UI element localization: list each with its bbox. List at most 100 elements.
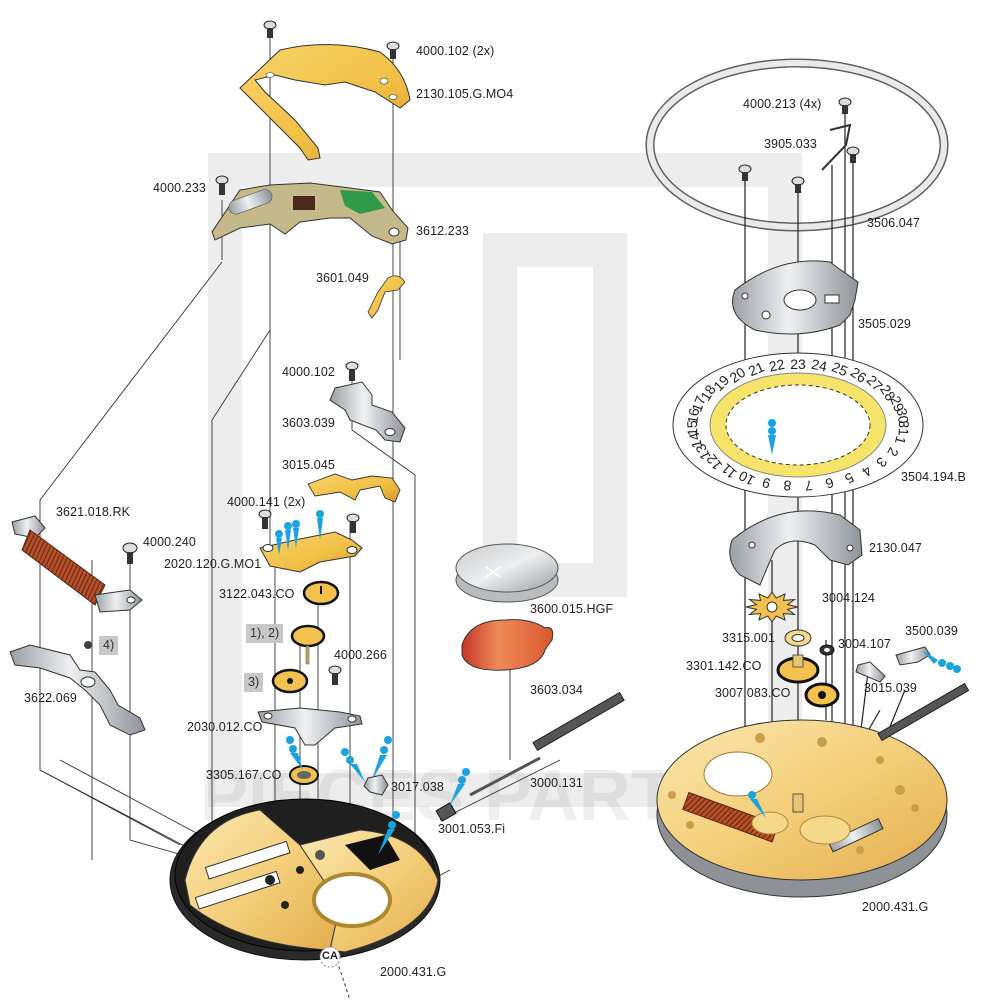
part-label: 3004.107 bbox=[838, 637, 891, 651]
part-label: 3015.039 bbox=[864, 681, 917, 695]
date-number: 28 bbox=[877, 382, 899, 404]
star-wheel bbox=[745, 591, 799, 623]
part-label: 4000.141 (2x) bbox=[227, 495, 306, 509]
part-label: 3600.015.HGF bbox=[530, 602, 614, 616]
oil-marker-icon bbox=[378, 811, 400, 855]
part-label: 2000.431.G bbox=[380, 965, 447, 979]
part-label: 4000.233 bbox=[153, 181, 206, 195]
hour-wheel-3301-142 bbox=[776, 654, 820, 684]
oil-marker-icon bbox=[748, 791, 766, 818]
screw-icon bbox=[346, 513, 360, 533]
part-label: 3007.083.CO bbox=[715, 686, 791, 700]
date-number: 15 bbox=[684, 420, 701, 437]
battery-3600-015 bbox=[455, 543, 559, 603]
washer-3315-001 bbox=[784, 629, 812, 647]
screw-icon bbox=[838, 97, 852, 114]
part-label: 3122.043.CO bbox=[219, 587, 295, 601]
wheel-1-2 bbox=[290, 624, 326, 665]
date-number: 20 bbox=[726, 364, 748, 386]
oil-marker-icon bbox=[768, 419, 776, 455]
oil-marker-icon bbox=[922, 650, 961, 673]
screw-icon bbox=[386, 41, 400, 59]
wheel-3004-107 bbox=[819, 644, 835, 656]
part-label: 4000.102 bbox=[282, 365, 335, 379]
main-plate-left-2000-431 bbox=[169, 798, 441, 961]
part-label: 4000.213 (4x) bbox=[743, 97, 822, 111]
date-number: 13 bbox=[692, 441, 713, 462]
part-label: 2030.012.CO bbox=[187, 720, 263, 734]
screw-icon bbox=[345, 361, 359, 381]
date-number: 17 bbox=[688, 394, 708, 414]
part-label: 3603.039 bbox=[282, 416, 335, 430]
contact-spring-3601-049 bbox=[367, 275, 406, 319]
part-label: 3612.233 bbox=[416, 224, 469, 238]
screw-icon bbox=[263, 20, 277, 38]
winding-stem-3000-131 bbox=[469, 691, 625, 797]
date-number: 7 bbox=[804, 477, 814, 494]
bridge-2130-105 bbox=[239, 43, 411, 161]
sliding-pinion-3001-053 bbox=[435, 802, 457, 822]
rotor-3305-167 bbox=[289, 765, 319, 785]
date-number: 14 bbox=[686, 431, 705, 450]
part-label: 2130.047 bbox=[869, 541, 922, 555]
screw-icon bbox=[258, 509, 272, 529]
wheel-3122-043 bbox=[302, 580, 340, 606]
battery-insulator-3603-034 bbox=[461, 619, 554, 671]
part-label: 4000.266 bbox=[334, 648, 387, 662]
screw-icon bbox=[122, 542, 138, 564]
screw-icon bbox=[328, 665, 342, 685]
part-label: 3001.053.Fi bbox=[438, 822, 506, 836]
stator-3622-069 bbox=[9, 644, 146, 736]
part-label: 3315.001 bbox=[722, 631, 775, 645]
jewel-icon bbox=[84, 641, 92, 649]
date-number: 29 bbox=[887, 394, 907, 414]
part-label: 3621.018.RK bbox=[56, 505, 131, 519]
part-label: 2000.431.G bbox=[862, 900, 929, 914]
part-label: 3017.038 bbox=[391, 780, 444, 794]
part-label: 3505.029 bbox=[858, 317, 911, 331]
date-number: 23 bbox=[790, 356, 806, 372]
part-label: 3301.142.CO bbox=[686, 659, 762, 673]
yoke-3017-038 bbox=[363, 774, 389, 796]
battery-clamp-3603-039 bbox=[329, 381, 406, 443]
screw-icon bbox=[846, 146, 860, 163]
date-number: 25 bbox=[829, 358, 850, 379]
date-number: 18 bbox=[697, 382, 719, 404]
lever-3015-039 bbox=[855, 661, 886, 683]
date-number: 22 bbox=[767, 356, 786, 375]
note-box: 1), 2) bbox=[246, 624, 284, 643]
screw-icon bbox=[738, 164, 752, 181]
plate-mark: CA bbox=[322, 950, 339, 962]
part-label: 3905.033 bbox=[764, 137, 817, 151]
note-box: 4) bbox=[99, 636, 119, 655]
date-number: 10 bbox=[736, 467, 758, 489]
watermark bbox=[208, 153, 802, 807]
date-bridge-2130-047 bbox=[729, 510, 863, 586]
part-label: 4000.240 bbox=[143, 535, 196, 549]
jumper-3500-039 bbox=[895, 646, 931, 666]
part-label: 4000.102 (2x) bbox=[416, 44, 495, 58]
coil-3621-018 bbox=[11, 515, 143, 613]
rotor-bridge-2030-012 bbox=[257, 707, 363, 746]
part-label: 3603.034 bbox=[530, 683, 583, 697]
oil-marker-icon bbox=[275, 510, 324, 555]
ca-mark bbox=[319, 946, 341, 968]
part-label: 3004.124 bbox=[822, 591, 875, 605]
screw-icon bbox=[791, 176, 805, 193]
date-number: 31 bbox=[896, 420, 913, 437]
date-number: 24 bbox=[810, 356, 829, 375]
date-disc-plate-3505-029 bbox=[732, 260, 859, 335]
date-number: 8 bbox=[782, 477, 792, 494]
oil-marker-icon bbox=[286, 736, 392, 782]
oil-marker-icon bbox=[450, 768, 470, 805]
part-label: 2020.120.G.MO1 bbox=[164, 557, 262, 571]
date-number: 30 bbox=[894, 407, 912, 425]
wheel-3 bbox=[271, 668, 309, 694]
part-label: 2130.105.G.MO4 bbox=[416, 87, 514, 101]
train-bridge-2020-120 bbox=[259, 531, 363, 573]
part-label: 3622.069 bbox=[24, 691, 77, 705]
